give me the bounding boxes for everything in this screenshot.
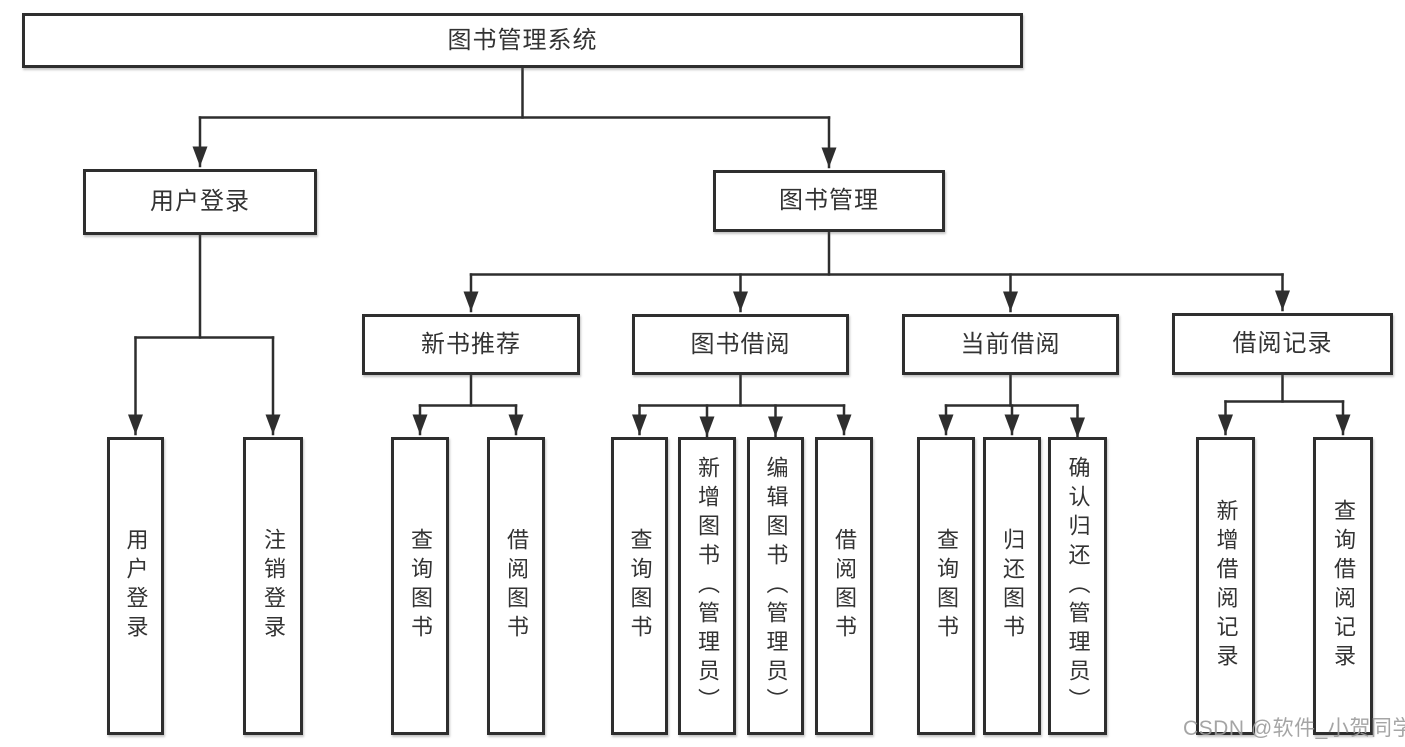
leaf-return-books: 归还图书 [983, 437, 1041, 735]
node-label: 编辑图书（管理员） [763, 455, 789, 717]
node-label: 借阅图书 [504, 528, 529, 644]
node-label: 借阅记录 [1232, 330, 1333, 357]
node-label: 新增图书（管理员） [695, 455, 720, 717]
leaf-add-borrow-record: 新增借阅记录 [1196, 437, 1255, 735]
node-label: 图书管理 [779, 187, 879, 214]
node-label: 新书推荐 [421, 330, 521, 358]
node-label: 归还图书 [1000, 528, 1025, 644]
node-label: 注销登录 [261, 528, 286, 644]
node-label: 图书管理系统 [447, 26, 598, 54]
node-label: 确认归还（管理员） [1065, 455, 1091, 717]
node-label: 用户登录 [123, 528, 149, 644]
node-label: 查询图书 [934, 528, 959, 644]
node-user-login: 用户登录 [83, 169, 317, 235]
leaf-edit-books-admin: 编辑图书（管理员） [747, 437, 804, 735]
node-borrowing-records: 借阅记录 [1172, 313, 1393, 375]
node-label: 图书借阅 [690, 330, 791, 358]
node-label: 新增借阅记录 [1213, 499, 1239, 673]
node-label: 借阅图书 [832, 528, 857, 644]
leaf-borrow-books-recommend: 借阅图书 [487, 437, 545, 735]
node-label: 查询图书 [408, 528, 433, 644]
node-new-book-recommend: 新书推荐 [362, 314, 580, 375]
csdn-watermark: CSDN @软件_小贺同学 [1183, 717, 1405, 740]
node-label: 查询图书 [627, 528, 653, 644]
node-label: 用户登录 [150, 188, 250, 215]
leaf-add-books-admin: 新增图书（管理员） [678, 437, 736, 735]
leaf-query-borrow-record: 查询借阅记录 [1313, 437, 1373, 735]
leaf-borrow-books: 借阅图书 [815, 437, 873, 735]
node-library-management-system: 图书管理系统 [22, 13, 1023, 68]
node-label: 当前借阅 [960, 330, 1061, 358]
leaf-query-books-current: 查询图书 [917, 437, 975, 735]
leaf-query-books-recommend: 查询图书 [391, 437, 449, 735]
leaf-user-login: 用户登录 [107, 437, 164, 735]
node-current-borrowing: 当前借阅 [902, 314, 1119, 375]
leaf-logout: 注销登录 [243, 437, 303, 735]
node-book-management: 图书管理 [713, 170, 945, 232]
leaf-confirm-return-admin: 确认归还（管理员） [1048, 437, 1107, 735]
node-book-borrowing: 图书借阅 [632, 314, 849, 375]
node-label: 查询借阅记录 [1331, 499, 1356, 673]
leaf-query-books-borrow: 查询图书 [611, 437, 668, 735]
